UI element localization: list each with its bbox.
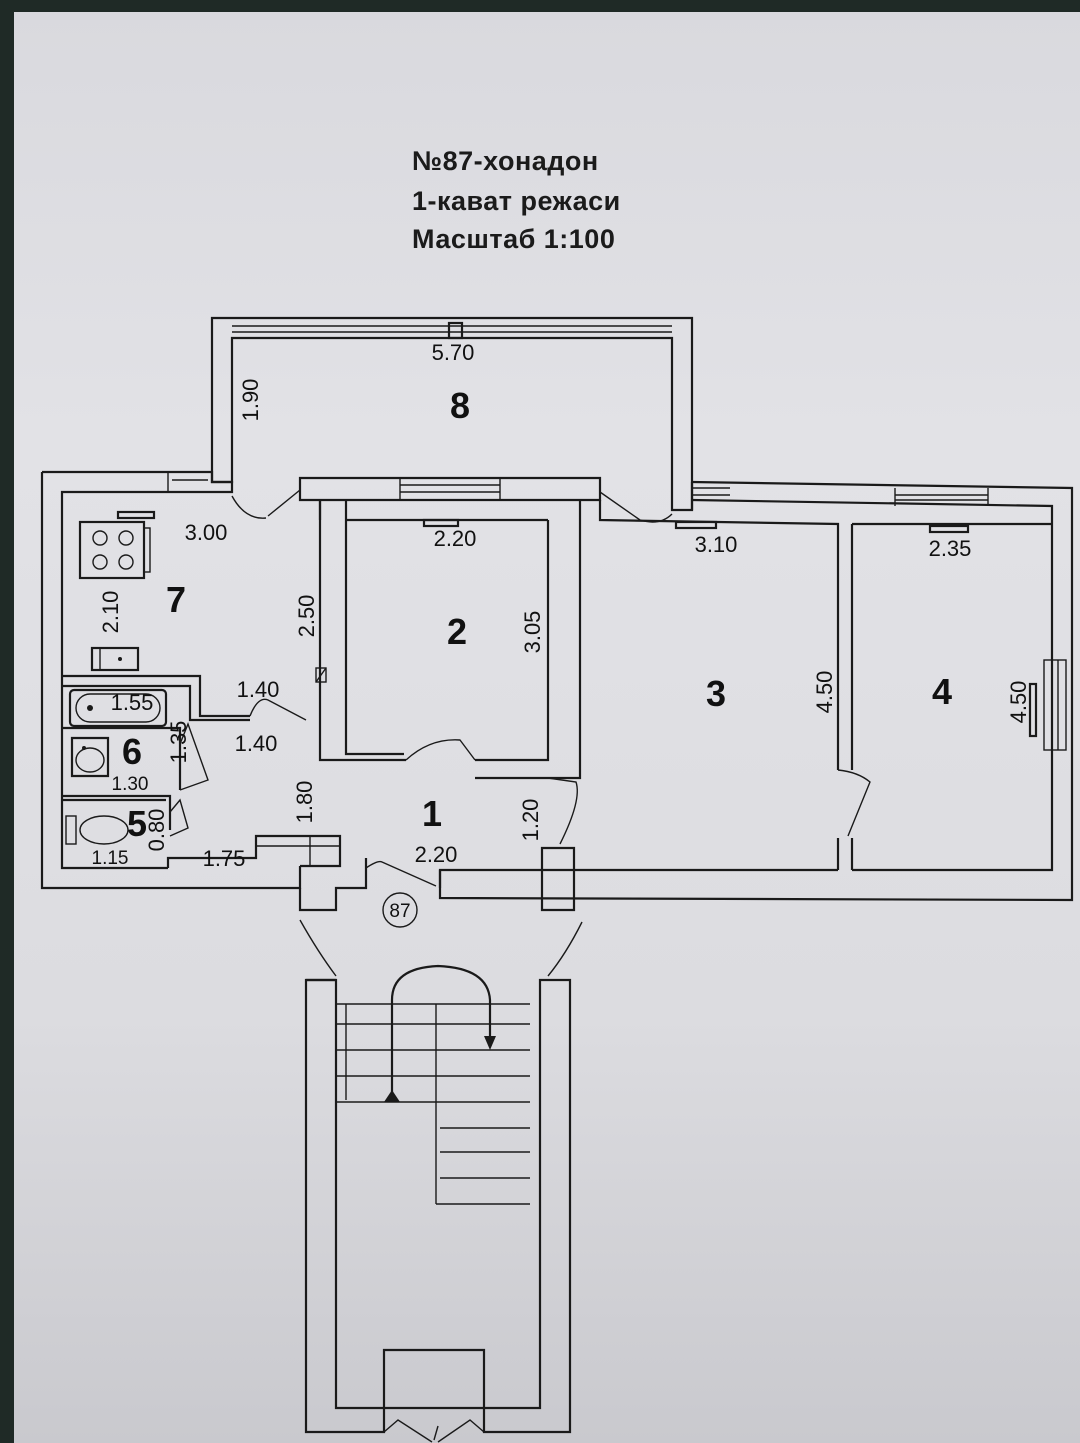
- plan-title: №87-хонадон: [412, 146, 599, 176]
- dim-room3-width: 3.10: [695, 532, 738, 557]
- dim-hall-left: 1.75: [203, 846, 246, 871]
- room-2-label: 2: [447, 611, 467, 652]
- dim-bath-length: 1.55: [111, 690, 154, 715]
- room-8-label: 8: [450, 385, 470, 426]
- dim-room2-length: 3.05: [520, 611, 545, 654]
- dim-kitchen-width: 2.10: [98, 591, 123, 634]
- dim-balcony-width: 1.90: [238, 379, 263, 422]
- unit-number: 87: [389, 901, 410, 922]
- bathtub-icon: [68, 688, 168, 728]
- dimension-labels: 5.70 1.90 3.00 2.10 2.50 2.20 3.05 3.10 …: [92, 340, 1031, 871]
- dim-toilet-length: 1.15: [92, 848, 129, 869]
- dim-corridor-upper: 2.50: [294, 595, 319, 638]
- dim-room4-length: 4.50: [1006, 681, 1031, 724]
- dim-hall-height: 1.80: [292, 781, 317, 824]
- dim-room3-length: 4.50: [812, 671, 837, 714]
- toilet-icon: [65, 815, 129, 845]
- staircase: [304, 964, 572, 1443]
- dim-hall-right: 1.20: [518, 799, 543, 842]
- unit-number-badge: 87: [382, 892, 418, 928]
- room-1-label: 1: [422, 793, 442, 834]
- dim-bath-sink-width: 1.30: [112, 774, 149, 795]
- room-3-walls: [598, 500, 1052, 870]
- dim-corridor-bottom: 1.40: [235, 731, 278, 756]
- washbasin-icon: [70, 736, 110, 778]
- plan-scale: Масштаб 1:100: [412, 224, 616, 254]
- room-labels: 8 7 2 3 4 6 5 1: [122, 385, 952, 844]
- dim-kitchen-length: 3.00: [185, 520, 228, 545]
- title-block: №87-хонадон 1-кават режаси Масштаб 1:100: [0, 0, 1080, 270]
- room-7-label: 7: [166, 579, 186, 620]
- dim-corridor-top: 1.40: [237, 677, 280, 702]
- sink-icon: [90, 646, 140, 672]
- fixtures: [65, 510, 1038, 845]
- room-5-label: 5: [127, 803, 147, 844]
- room-2-walls: [315, 500, 582, 780]
- dim-bath-width: 1.35: [166, 721, 191, 764]
- outer-walls: [40, 470, 1074, 902]
- doors: [169, 489, 871, 977]
- dim-toilet-width: 0.80: [144, 809, 169, 852]
- plan-floor: 1-кават режаси: [412, 186, 621, 216]
- dim-balcony-length: 5.70: [432, 340, 475, 365]
- dim-room2-width: 2.20: [434, 526, 477, 551]
- room-3-label: 3: [706, 673, 726, 714]
- room-6-label: 6: [122, 731, 142, 772]
- dim-hall-width: 2.20: [415, 842, 458, 867]
- stove-icon: [78, 520, 146, 580]
- dim-room4-width: 2.35: [929, 536, 972, 561]
- room-4-label: 4: [932, 671, 952, 712]
- wet-block-walls: [62, 674, 576, 912]
